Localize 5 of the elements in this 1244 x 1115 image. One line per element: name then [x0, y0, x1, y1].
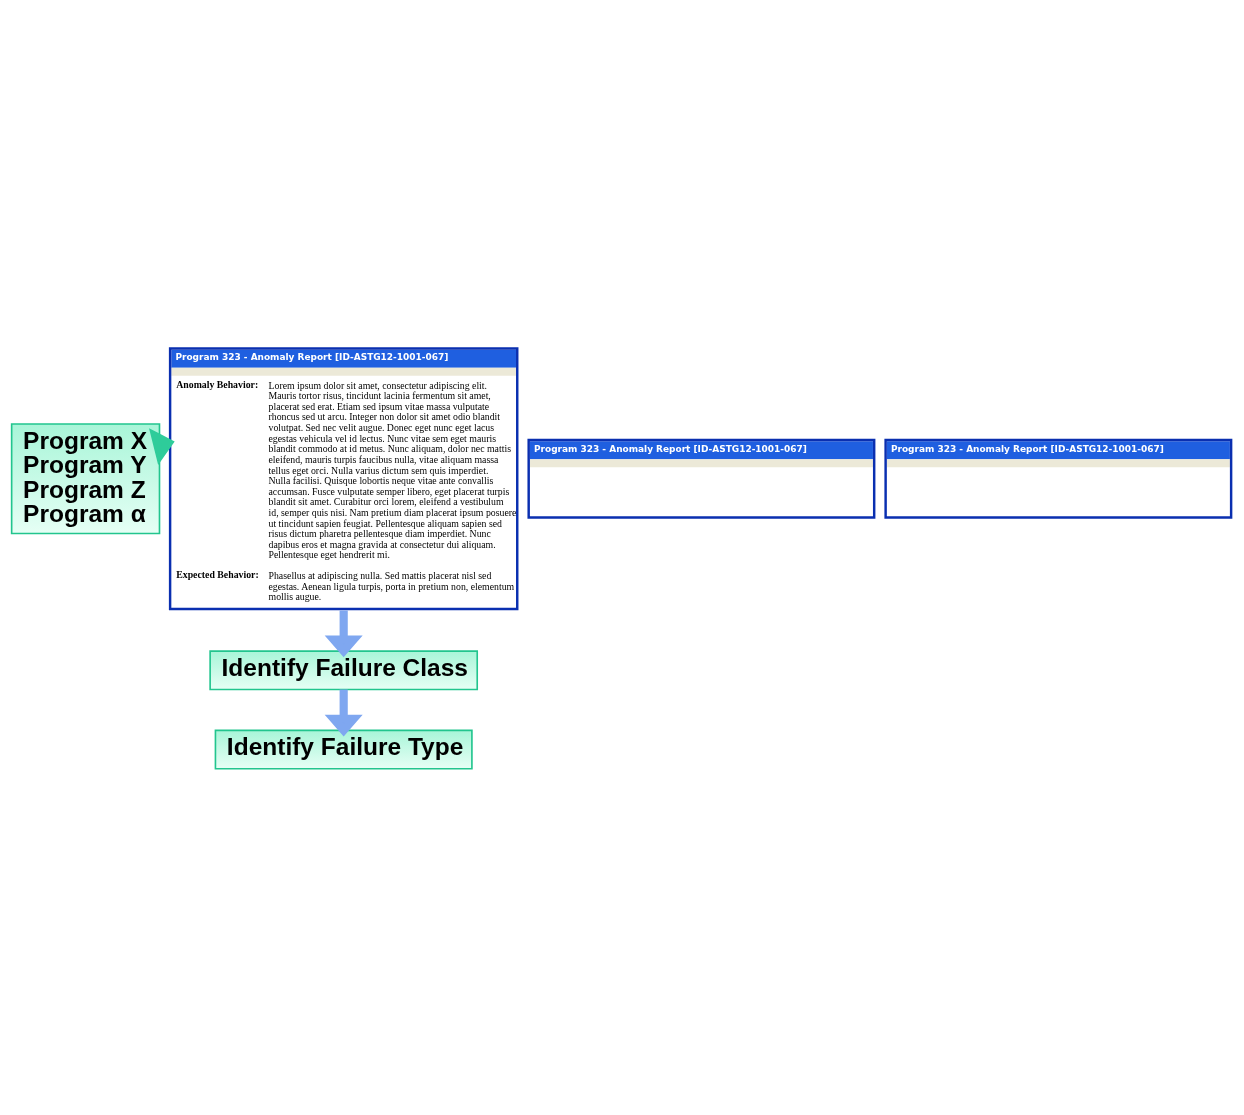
arrow	[324, 609, 363, 657]
arrow	[324, 689, 363, 736]
arrow	[149, 427, 175, 465]
node-box: Identify Failure Type	[214, 729, 473, 770]
node-box: Identify Failure Class	[209, 649, 479, 690]
